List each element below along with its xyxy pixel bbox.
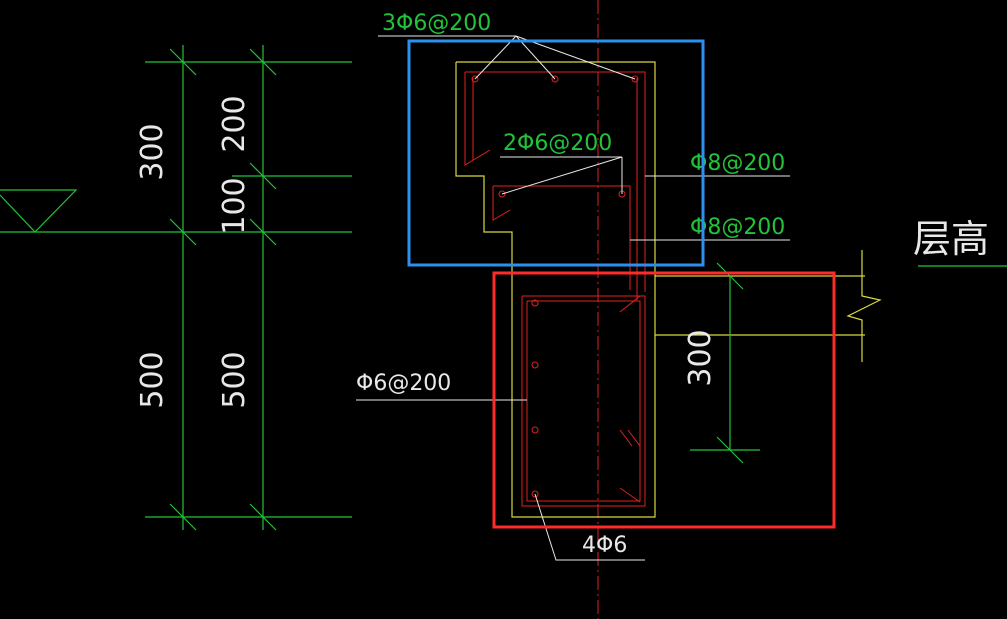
- break-symbol-icon: [655, 250, 882, 362]
- dim-left-inner-top: 200: [217, 95, 252, 152]
- label-stirrup-upper: Φ8@200: [690, 151, 785, 176]
- highlight-box-blue: [407, 39, 705, 267]
- label-stirrup-lower: Φ8@200: [690, 215, 785, 240]
- label-rebar-bottom: 4Φ6: [582, 533, 627, 558]
- highlight-box-red: [492, 271, 836, 529]
- rebar-cage-lower: [521, 295, 646, 507]
- dim-left-inner-mid: 100: [217, 177, 252, 234]
- dim-right-height: 300: [683, 329, 718, 386]
- label-floor-height: 层高: [913, 217, 989, 261]
- label-rebar-side: Φ6@200: [356, 371, 451, 396]
- elevation-triangle-icon: [0, 189, 352, 233]
- dimension-right: [690, 262, 1007, 464]
- concrete-outline: [455, 61, 656, 518]
- rebar-dots: [471, 75, 639, 498]
- rebar-cage-upper: [464, 71, 646, 300]
- dim-left-inner-bottom: 500: [217, 351, 252, 408]
- dimension-chain-left: [145, 45, 352, 531]
- dim-left-outer-top: 300: [135, 123, 170, 180]
- dim-left-outer-bottom: 500: [135, 351, 170, 408]
- leader-lines: [356, 35, 790, 561]
- label-rebar-top: 3Φ6@200: [382, 11, 491, 36]
- label-rebar-mid: 2Φ6@200: [503, 131, 612, 156]
